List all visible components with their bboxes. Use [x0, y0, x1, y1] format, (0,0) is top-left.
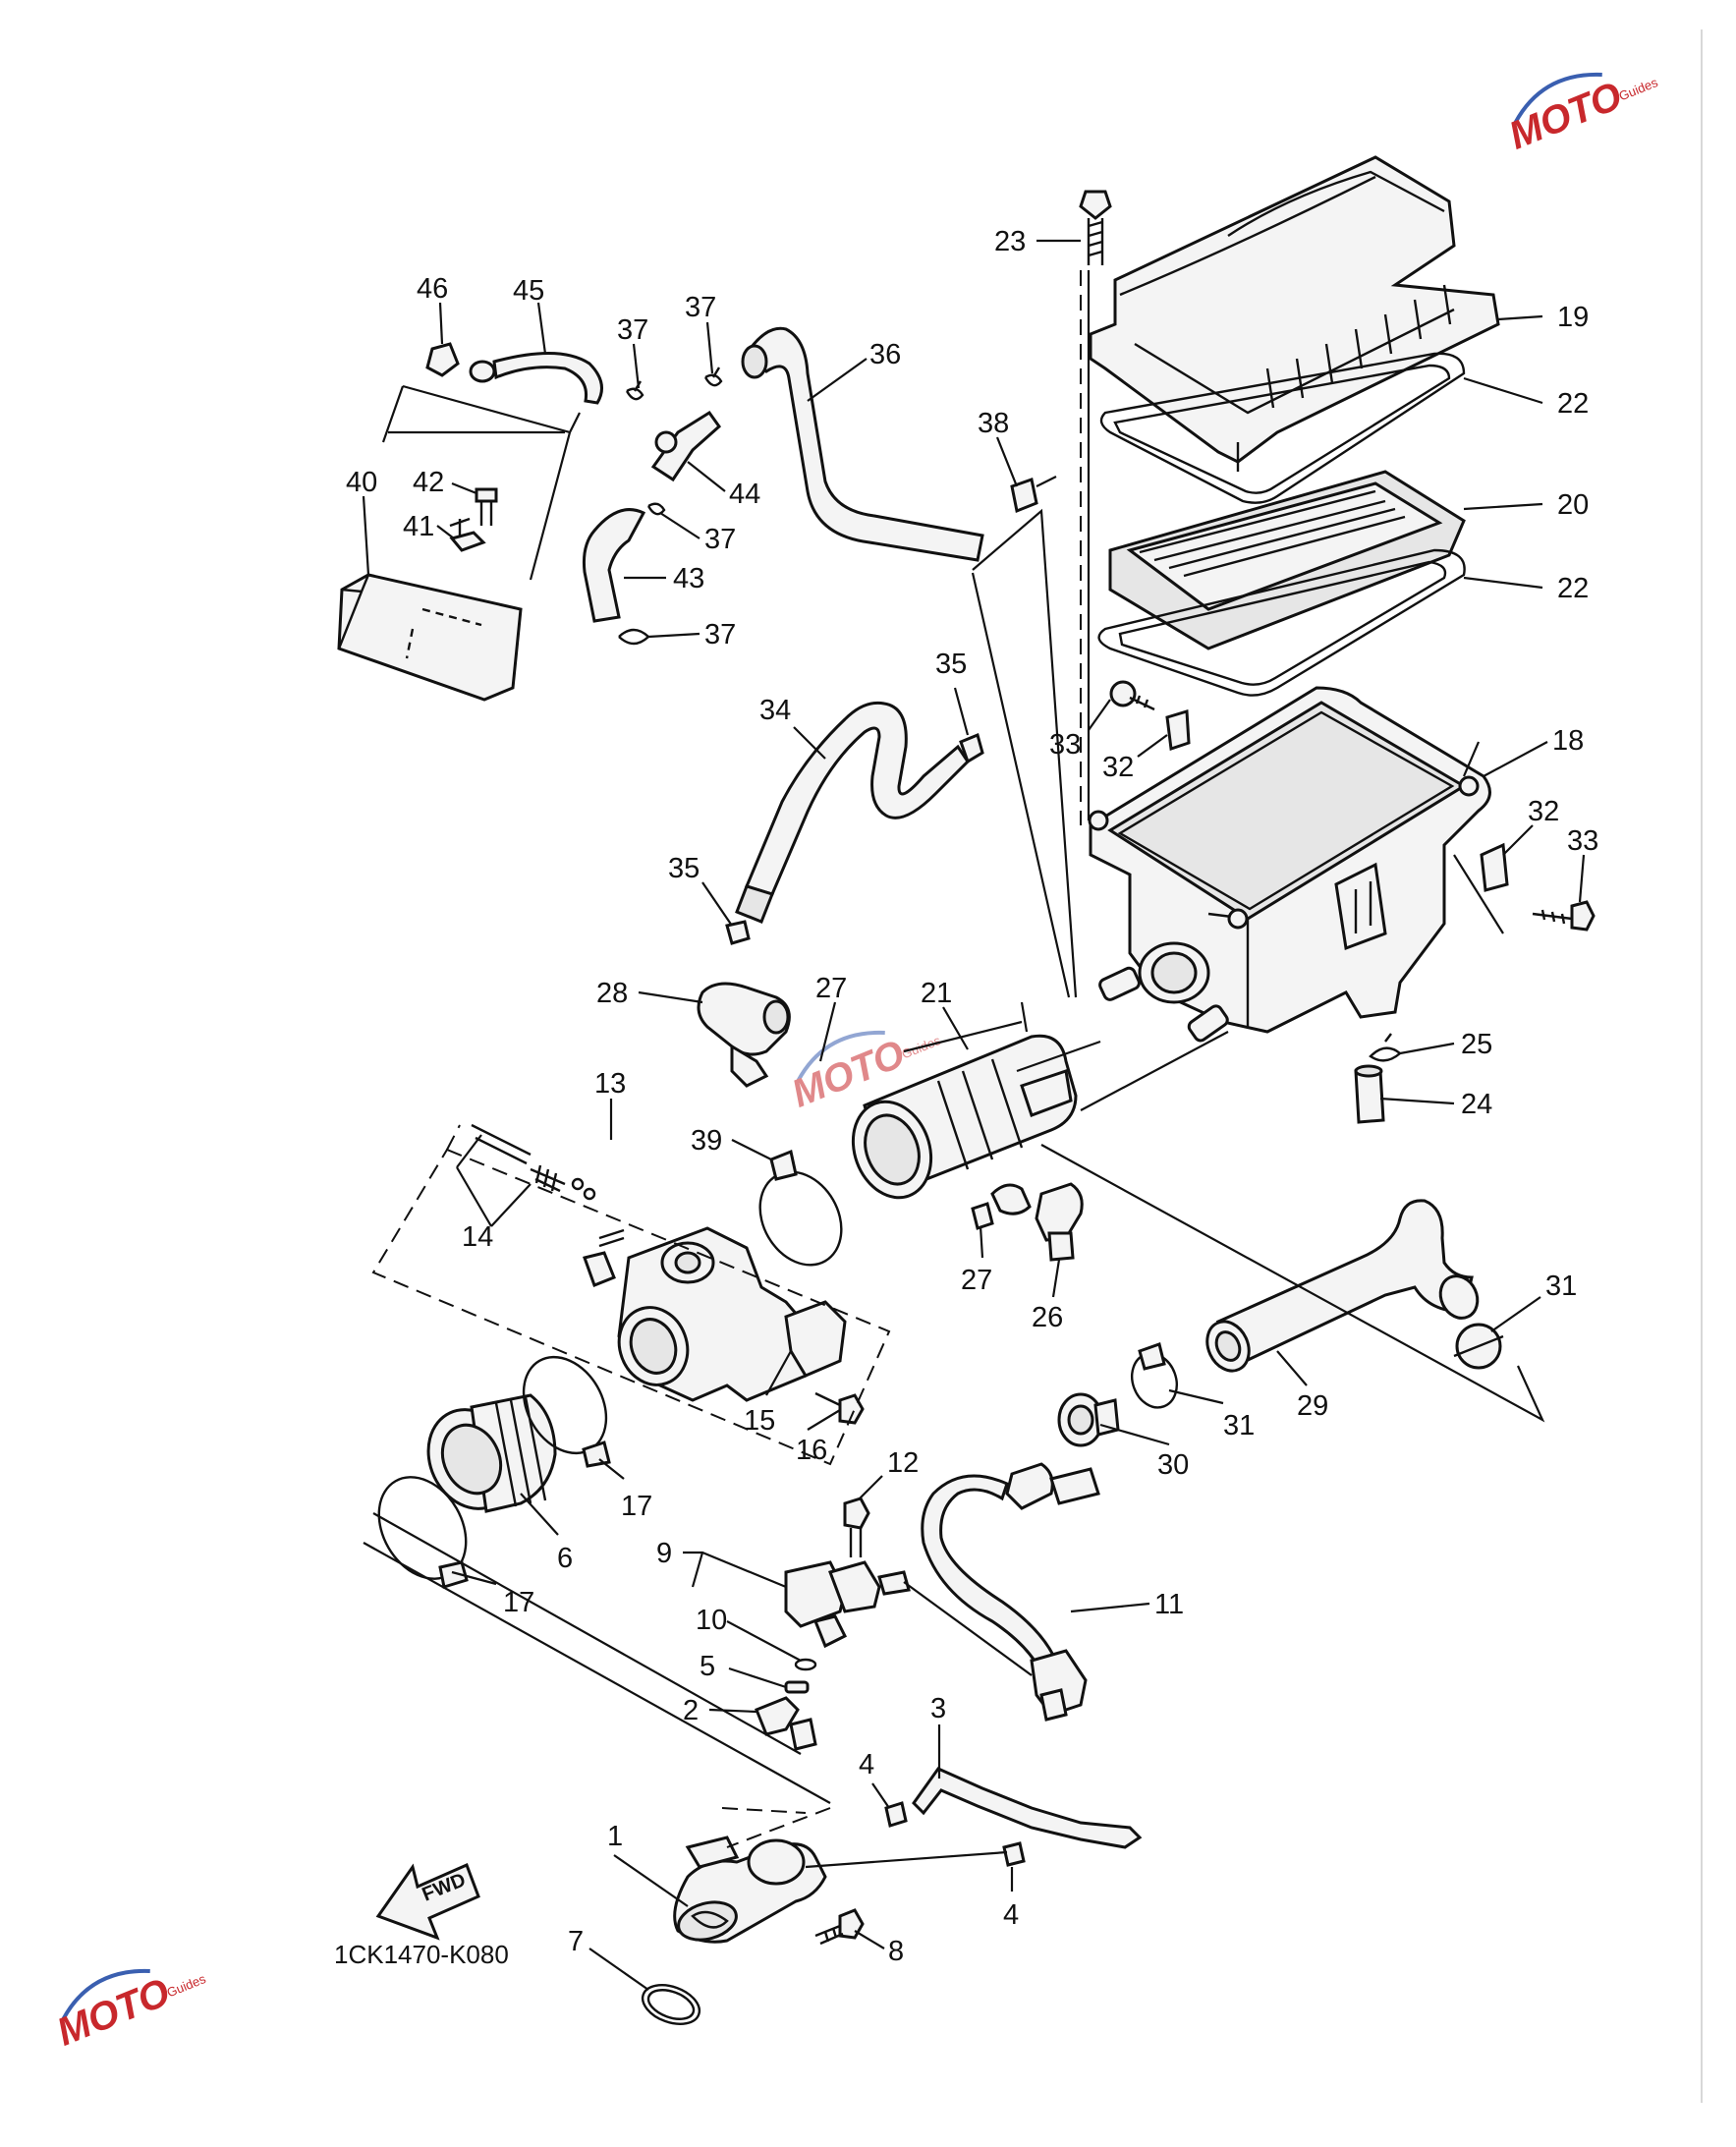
callout-43: 43 — [673, 563, 704, 594]
callout-10: 10 — [696, 1605, 727, 1636]
callout-39: 39 — [691, 1125, 722, 1157]
callout-2: 2 — [683, 1695, 699, 1726]
callout-22-upper: 22 — [1557, 388, 1589, 420]
callout-27-upper: 27 — [815, 973, 847, 1004]
callout-13: 13 — [594, 1068, 626, 1100]
callout-37-a: 37 — [617, 314, 648, 346]
air-vent-28 — [697, 982, 791, 1088]
injector-group — [641, 1462, 1143, 2025]
watermark-bottom-left: MOTO Guides — [51, 1968, 208, 2055]
callout-22-lower: 22 — [1557, 573, 1589, 604]
callout-40: 40 — [346, 467, 377, 498]
watermark-top-right: MOTO Guides — [1503, 72, 1660, 158]
callout-25: 25 — [1461, 1029, 1492, 1060]
hose-29 — [1205, 1199, 1480, 1373]
callout-16: 16 — [796, 1435, 827, 1466]
callout-18: 18 — [1552, 725, 1584, 757]
callout-12: 12 — [887, 1447, 919, 1479]
callout-34: 34 — [759, 695, 791, 726]
watermark-logo-text: MOTO — [51, 1970, 176, 2054]
drain-hose — [725, 701, 984, 945]
throttle-body — [471, 1123, 865, 1425]
clamps — [377, 1149, 843, 1589]
callout-36: 36 — [869, 339, 901, 370]
callout-32-right: 32 — [1528, 796, 1559, 827]
callout-1: 1 — [607, 1821, 623, 1852]
callout-31-upper: 31 — [1545, 1271, 1577, 1302]
diagram-code: 1CK1470-K080 — [334, 1940, 509, 1969]
watermark-swoosh-icon — [796, 1030, 885, 1082]
callout-27-lower: 27 — [961, 1265, 992, 1296]
callout-4-top: 4 — [859, 1749, 874, 1780]
callout-35-upper: 35 — [935, 649, 967, 680]
callout-24: 24 — [1461, 1089, 1492, 1120]
air-filter-cap — [1089, 155, 1500, 472]
callout-15: 15 — [744, 1405, 775, 1437]
callout-37-d: 37 — [704, 619, 736, 650]
callout-37-c: 37 — [704, 524, 736, 555]
sensor-26 — [971, 1182, 1084, 1262]
watermark-swoosh-icon — [1513, 72, 1602, 124]
callout-11: 11 — [1154, 1589, 1184, 1620]
callout-42: 42 — [413, 467, 444, 498]
callout-32-upper: 32 — [1102, 752, 1134, 783]
callout-33-right: 33 — [1567, 825, 1598, 857]
callout-46: 46 — [417, 273, 448, 305]
callout-14: 14 — [462, 1221, 493, 1253]
callout-4-bottom: 4 — [1003, 1899, 1019, 1931]
callout-45: 45 — [513, 275, 544, 307]
group-outlines — [363, 270, 1545, 1869]
callout-30: 30 — [1157, 1449, 1189, 1481]
cap-gasket-upper — [1099, 352, 1466, 504]
joint-6 — [426, 1393, 557, 1513]
fwd-arrow-icon: FWD — [375, 1862, 480, 1941]
callout-5: 5 — [700, 1651, 715, 1682]
callout-9: 9 — [656, 1538, 672, 1569]
callout-33-upper: 33 — [1049, 729, 1081, 761]
filter-element — [1108, 470, 1466, 650]
callout-3: 3 — [930, 1693, 946, 1724]
callout-19: 19 — [1557, 302, 1589, 333]
bolt-23 — [1079, 190, 1112, 265]
callout-17-upper: 17 — [621, 1491, 652, 1522]
callout-6: 6 — [557, 1543, 573, 1574]
callout-8: 8 — [888, 1936, 904, 1967]
watermark-sub-text: Guides — [165, 1971, 208, 2001]
callout-41: 41 — [403, 511, 434, 542]
callout-23: 23 — [994, 226, 1026, 257]
callout-31-lower: 31 — [1223, 1410, 1255, 1441]
callout-29: 29 — [1297, 1390, 1328, 1422]
watermark-swoosh-icon — [61, 1968, 150, 2020]
joint-21 — [851, 1034, 1078, 1200]
breather-hoses — [425, 326, 1038, 646]
callout-21: 21 — [921, 978, 952, 1009]
callout-35-lower: 35 — [668, 853, 700, 884]
callouts: 1 2 3 4 4 5 6 7 8 9 10 11 12 — [346, 226, 1598, 1991]
watermark-logo-text: MOTO — [1503, 74, 1628, 157]
watermark-sub-text: Guides — [1617, 75, 1660, 104]
callout-38: 38 — [978, 408, 1009, 439]
callout-28: 28 — [596, 978, 628, 1009]
air-filter-case — [1088, 686, 1491, 1043]
callout-44: 44 — [729, 479, 760, 510]
callout-37-b: 37 — [685, 292, 716, 323]
callout-26: 26 — [1032, 1302, 1063, 1333]
callout-7: 7 — [568, 1926, 584, 1957]
callout-20: 20 — [1557, 489, 1589, 521]
cap-gasket-lower — [1097, 548, 1466, 697]
callout-17-lower: 17 — [503, 1587, 534, 1618]
